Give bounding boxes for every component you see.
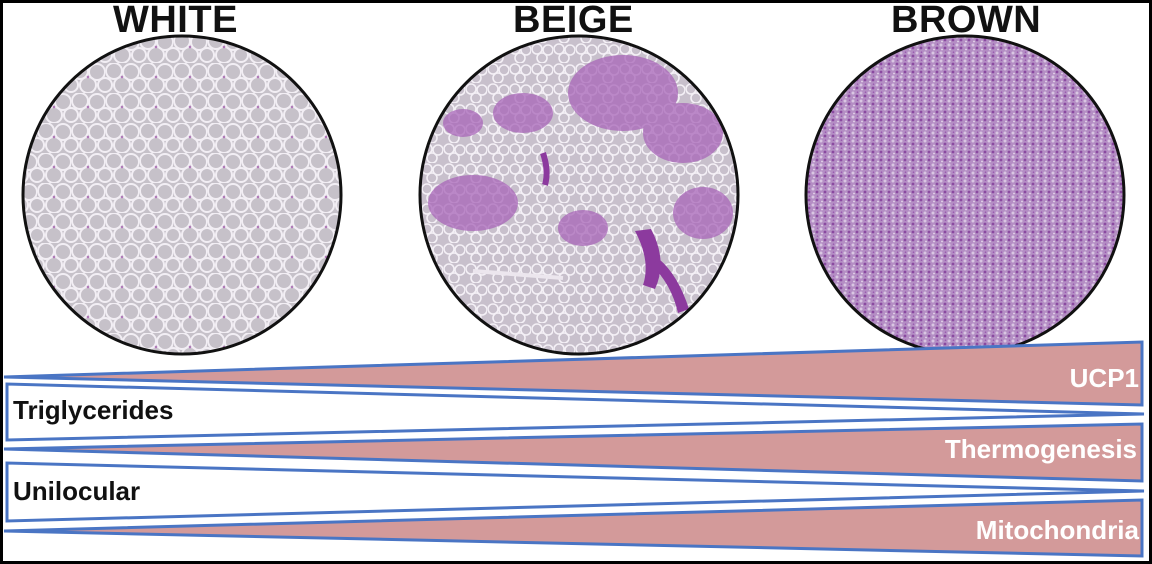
figure-canvas: WHITE BEIGE BROWN — [3, 3, 1149, 561]
gradient-label-thermogenesis: Thermogenesis — [945, 434, 1137, 464]
gradient-wedge-ucp1 — [3, 340, 1144, 407]
tissue-image-beige — [418, 34, 740, 356]
tissue-image-white — [21, 34, 343, 356]
gradient-wedge-mitochondria — [3, 498, 1144, 558]
gradient-wedge-triglycerides — [5, 382, 1145, 442]
gradient-label-unilocular: Unilocular — [13, 476, 140, 506]
gradient-wedge-unilocular — [5, 461, 1145, 523]
gradient-label-mitochondria: Mitochondria — [976, 515, 1140, 545]
gradient-wedge-thermogenesis — [3, 422, 1144, 483]
diagram-svg: UCP1 Triglycerides Thermogenesis Unilocu… — [3, 34, 1145, 558]
gradient-label-ucp1: UCP1 — [1070, 363, 1139, 393]
gradient-wedges — [3, 340, 1145, 558]
gradient-label-triglycerides: Triglycerides — [13, 395, 173, 425]
tissue-image-brown — [804, 34, 1126, 356]
